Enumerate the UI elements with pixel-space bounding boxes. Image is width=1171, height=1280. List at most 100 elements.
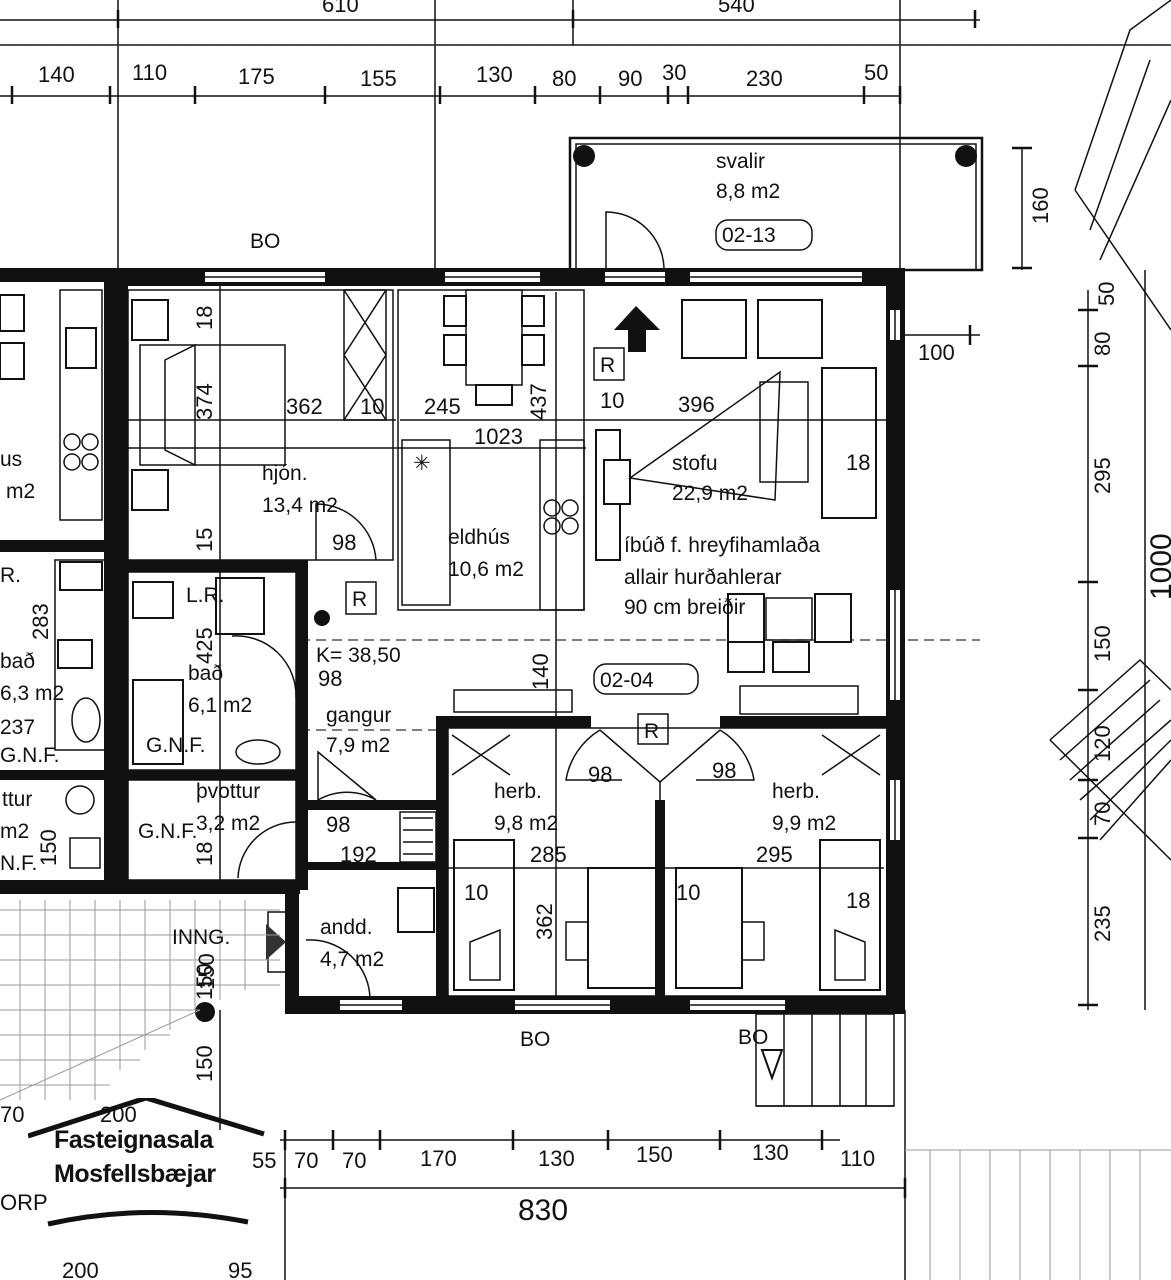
- dim-bottom-6: 150: [636, 1142, 673, 1167]
- bottom-dimensions: 55 70 70 170 130 150 130 110 830 200 95 …: [0, 963, 875, 1280]
- dim-right-2: 80: [1090, 332, 1115, 356]
- neighbour-label-j: N.F.: [0, 852, 37, 875]
- apartment-code: 02-04: [600, 669, 654, 692]
- inner-dim-18: 98: [712, 758, 736, 783]
- inner-dim-27: 18: [846, 888, 870, 913]
- dim-right-6: 70: [1090, 802, 1115, 826]
- bo-label-bottom-2: BO: [738, 1026, 768, 1049]
- inner-dimensions: 18 374 362 10 245 437 10 396 1023 18 15 …: [28, 286, 886, 996]
- room-labels: svalir 8,8 m2 02-13 hjón. 13,4 m2 eldhús…: [0, 150, 836, 971]
- dim-top-5: 130: [476, 62, 513, 87]
- dim-right-1: 50: [1094, 282, 1119, 306]
- floor-level: K= 38,50: [316, 644, 401, 667]
- r-marker-hall: R: [352, 588, 367, 611]
- inner-dim-4: 10: [360, 394, 384, 419]
- dim-top-9: 230: [746, 66, 783, 91]
- agency-logo: Fasteignasala Mosfellsbæjar: [28, 1098, 268, 1238]
- r-marker-living: R: [600, 354, 615, 377]
- right-dimensions: 160 100 50 80 295 150 120 70 235 1000: [918, 187, 1171, 942]
- furniture: ✳: [127, 289, 889, 1022]
- neighbour-label-g: G.N.F.: [0, 744, 60, 767]
- walls: [110, 268, 905, 1014]
- entrance-label: INNG.: [172, 926, 230, 949]
- inner-dim-14: 283: [28, 603, 53, 640]
- hall-area: 7,9 m2: [326, 734, 390, 757]
- inner-dim-25: 10: [676, 880, 700, 905]
- inner-dim-20: 192: [340, 842, 377, 867]
- inner-dim-13: 425: [192, 627, 217, 664]
- dim-top-8: 30: [662, 60, 686, 85]
- neighbour-label-i: m2: [0, 820, 29, 843]
- entrance-area: 4,7 m2: [320, 948, 384, 971]
- dim-top-7: 90: [618, 66, 642, 91]
- dim-top-2: 110: [132, 60, 167, 85]
- inner-dim-7: 10: [600, 388, 624, 413]
- dim-right-3: 295: [1090, 457, 1115, 494]
- dim-right-balcony: 160: [1028, 187, 1053, 224]
- bedroom-1-area: 9,8 m2: [494, 812, 558, 835]
- neighbour-label-k: 150: [36, 829, 61, 866]
- bath-name: bað: [188, 662, 223, 685]
- bath-gnf: G.N.F.: [146, 734, 206, 757]
- top-dimensions: 610 540 140 110 175 155 130 80 90 30 230…: [38, 0, 888, 91]
- dim-top-1: 140: [38, 62, 75, 87]
- dim-left-cut-3: ORP: [0, 1190, 48, 1215]
- axis-dashes: [0, 44, 1171, 731]
- dim-top-major-2: 540: [718, 0, 755, 17]
- dim-top-6: 80: [552, 66, 576, 91]
- dim-right-7: 235: [1090, 905, 1115, 942]
- inner-dim-19: 98: [326, 812, 350, 837]
- inner-dim-22: 285: [530, 842, 567, 867]
- inner-dim-2: 374: [192, 383, 217, 420]
- inner-dim-5: 245: [424, 394, 461, 419]
- dim-bottom-total: 830: [518, 1194, 568, 1227]
- bedroom-2-area: 9,9 m2: [772, 812, 836, 835]
- dim-bottom-3: 70: [342, 1148, 366, 1173]
- entrance-name: andd.: [320, 916, 373, 939]
- dim-entrance-2: 150: [192, 963, 217, 1000]
- bedroom-1-name: herb.: [494, 780, 542, 803]
- dim-bottom-4: 170: [420, 1146, 457, 1171]
- inner-dim-24: 10: [464, 880, 488, 905]
- inner-dim-16: 140: [528, 653, 553, 690]
- hall-name: gangur: [326, 704, 391, 727]
- balcony: [568, 136, 984, 272]
- dim-bottom-5: 130: [538, 1146, 575, 1171]
- kitchen-name: eldhús: [448, 526, 510, 549]
- dim-top-10: 50: [864, 60, 888, 85]
- inner-dim-15: 98: [318, 666, 342, 691]
- inner-dim-21: 18: [192, 842, 217, 866]
- dim-bottom-2: 70: [294, 1148, 318, 1173]
- dim-entrance-1: 150: [192, 1045, 217, 1082]
- bo-label-top: BO: [250, 230, 280, 253]
- dim-right-total: 1000: [1145, 533, 1171, 600]
- logo-line-1: Fasteignasala: [54, 1126, 213, 1154]
- inner-dim-17: 98: [588, 762, 612, 787]
- neighbour-unit: [0, 268, 120, 894]
- dim-right-window: 100: [918, 340, 955, 365]
- laundry-area: 3,2 m2: [196, 812, 260, 835]
- inner-dim-3: 362: [286, 394, 323, 419]
- note-line-3: 90 cm breiðir: [624, 596, 745, 619]
- neighbour-label-c: R.: [0, 564, 21, 587]
- dim-bottom-8: 110: [840, 1146, 875, 1171]
- logo-line-2: Mosfellsbæjar: [54, 1160, 216, 1188]
- neighbour-label-a: us: [0, 448, 22, 471]
- bath-lr: L.R.: [186, 584, 225, 607]
- kitchen-area: 10,6 m2: [448, 558, 524, 581]
- dim-top-4: 155: [360, 66, 397, 91]
- dim-bottom-cut-1: 200: [62, 1258, 99, 1280]
- living-name: stofu: [672, 452, 718, 475]
- bedroom-master-area: 13,4 m2: [262, 494, 338, 517]
- dim-right-5: 120: [1090, 725, 1115, 762]
- dim-bottom-cut-2: 95: [228, 1258, 252, 1280]
- balcony-name: svalir: [716, 150, 765, 173]
- laundry-name: þvottur: [196, 780, 260, 803]
- neighbour-label-e: 6,3 m2: [0, 682, 64, 705]
- bedroom-2-name: herb.: [772, 780, 820, 803]
- inner-dim-28: 150: [194, 953, 219, 990]
- neighbour-label-b: m2: [6, 480, 35, 503]
- neighbour-label-f: 237: [0, 716, 35, 739]
